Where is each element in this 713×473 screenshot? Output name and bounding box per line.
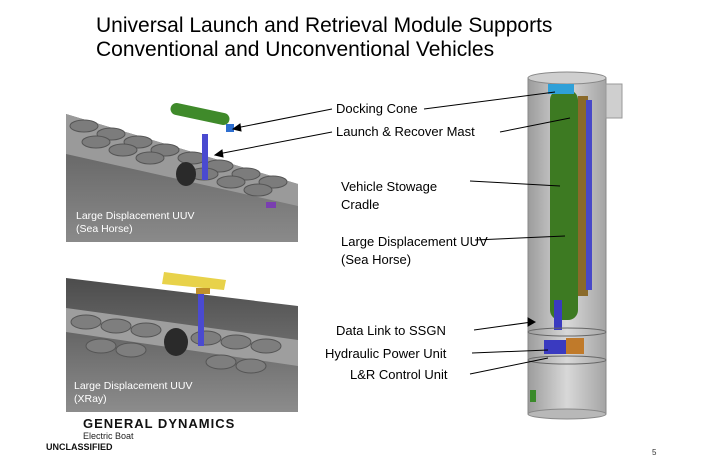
label-vehicle-stowage-cradle: Vehicle Stowage Cradle (341, 179, 438, 212)
label-data-link: Data Link to SSGN (336, 323, 446, 338)
sea-horse-render-panel: Large Displacement UUV (Sea Horse) (66, 94, 298, 242)
xray-caption: Large Displacement UUV (XRay) (74, 380, 193, 405)
label-large-uuv-sea-horse: Large Displacement UUV (Sea Horse) (341, 234, 488, 267)
launch-module-cutaway-image (527, 71, 623, 420)
label-lr-control-unit: L&R Control Unit (350, 367, 448, 382)
xray-render-image (66, 262, 298, 412)
logo-subtext: Electric Boat (83, 431, 134, 441)
label-docking-cone: Docking Cone (336, 101, 418, 116)
title-line-1: Universal Launch and Retrieval Module Su… (96, 14, 553, 37)
label-hydraulic-power-unit: Hydraulic Power Unit (325, 346, 447, 361)
title-line-2: Conventional and Unconventional Vehicles (96, 38, 495, 61)
label-launch-recover-mast: Launch & Recover Mast (336, 124, 475, 139)
sea-horse-render-image (66, 94, 298, 242)
xray-render-panel: Large Displacement UUV (XRay) (66, 262, 298, 412)
slide-title: Universal Launch and Retrieval Module Su… (96, 14, 656, 62)
sea-horse-caption: Large Displacement UUV (Sea Horse) (76, 210, 195, 235)
page-number: 5 (652, 448, 657, 457)
classification-marking: UNCLASSIFIED (46, 442, 113, 452)
general-dynamics-logo: GENERAL DYNAMICS (83, 416, 236, 431)
